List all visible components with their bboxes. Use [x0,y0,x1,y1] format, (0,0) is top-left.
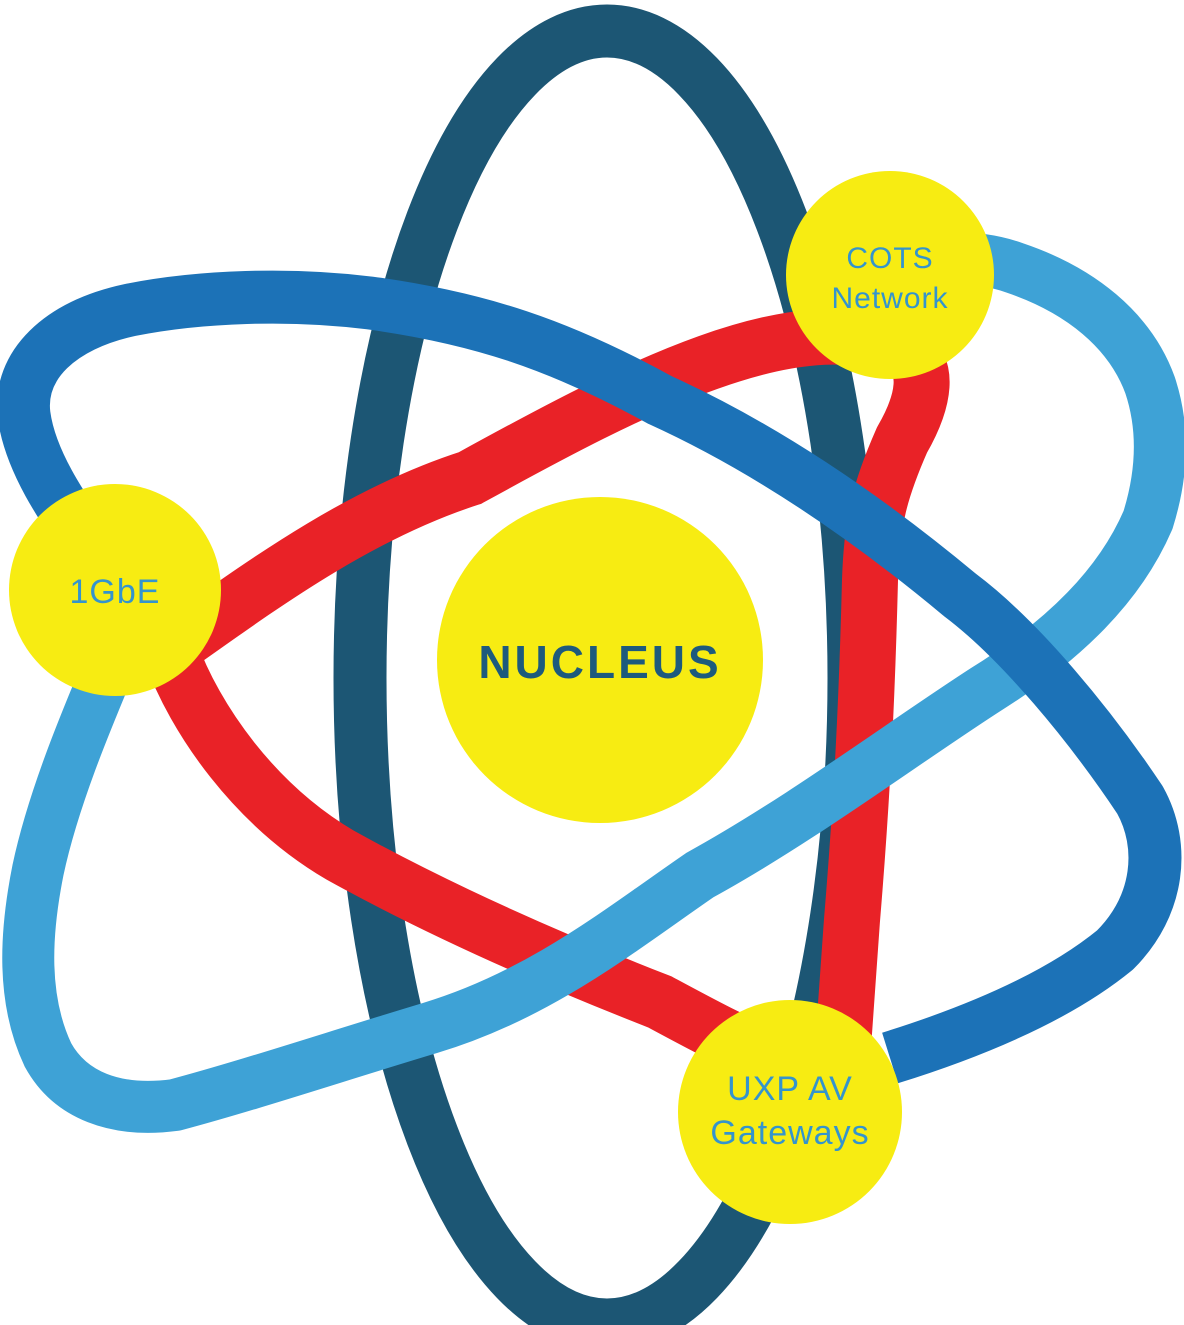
node-label-cots-line1: COTS [846,242,933,275]
node-label-uxp-line2: Gateways [710,1114,869,1152]
node-circle-cots-network [786,171,994,379]
orbit-red-icon [136,308,950,1093]
orbit-light-blue-icon [2,231,1184,1133]
node-label-uxp-line1: UXP AV [727,1070,853,1108]
node-circle-uxp-av-gateways [678,1000,902,1224]
nucleus-label: NUCLEUS [478,636,721,688]
node-label-1gbe: 1GbE [70,573,161,611]
orbit-medium-blue-icon [0,270,1182,1084]
node-label-cots-line2: Network [831,282,948,315]
node-circle-1gbe [9,484,221,696]
nucleus-circle [437,497,763,823]
